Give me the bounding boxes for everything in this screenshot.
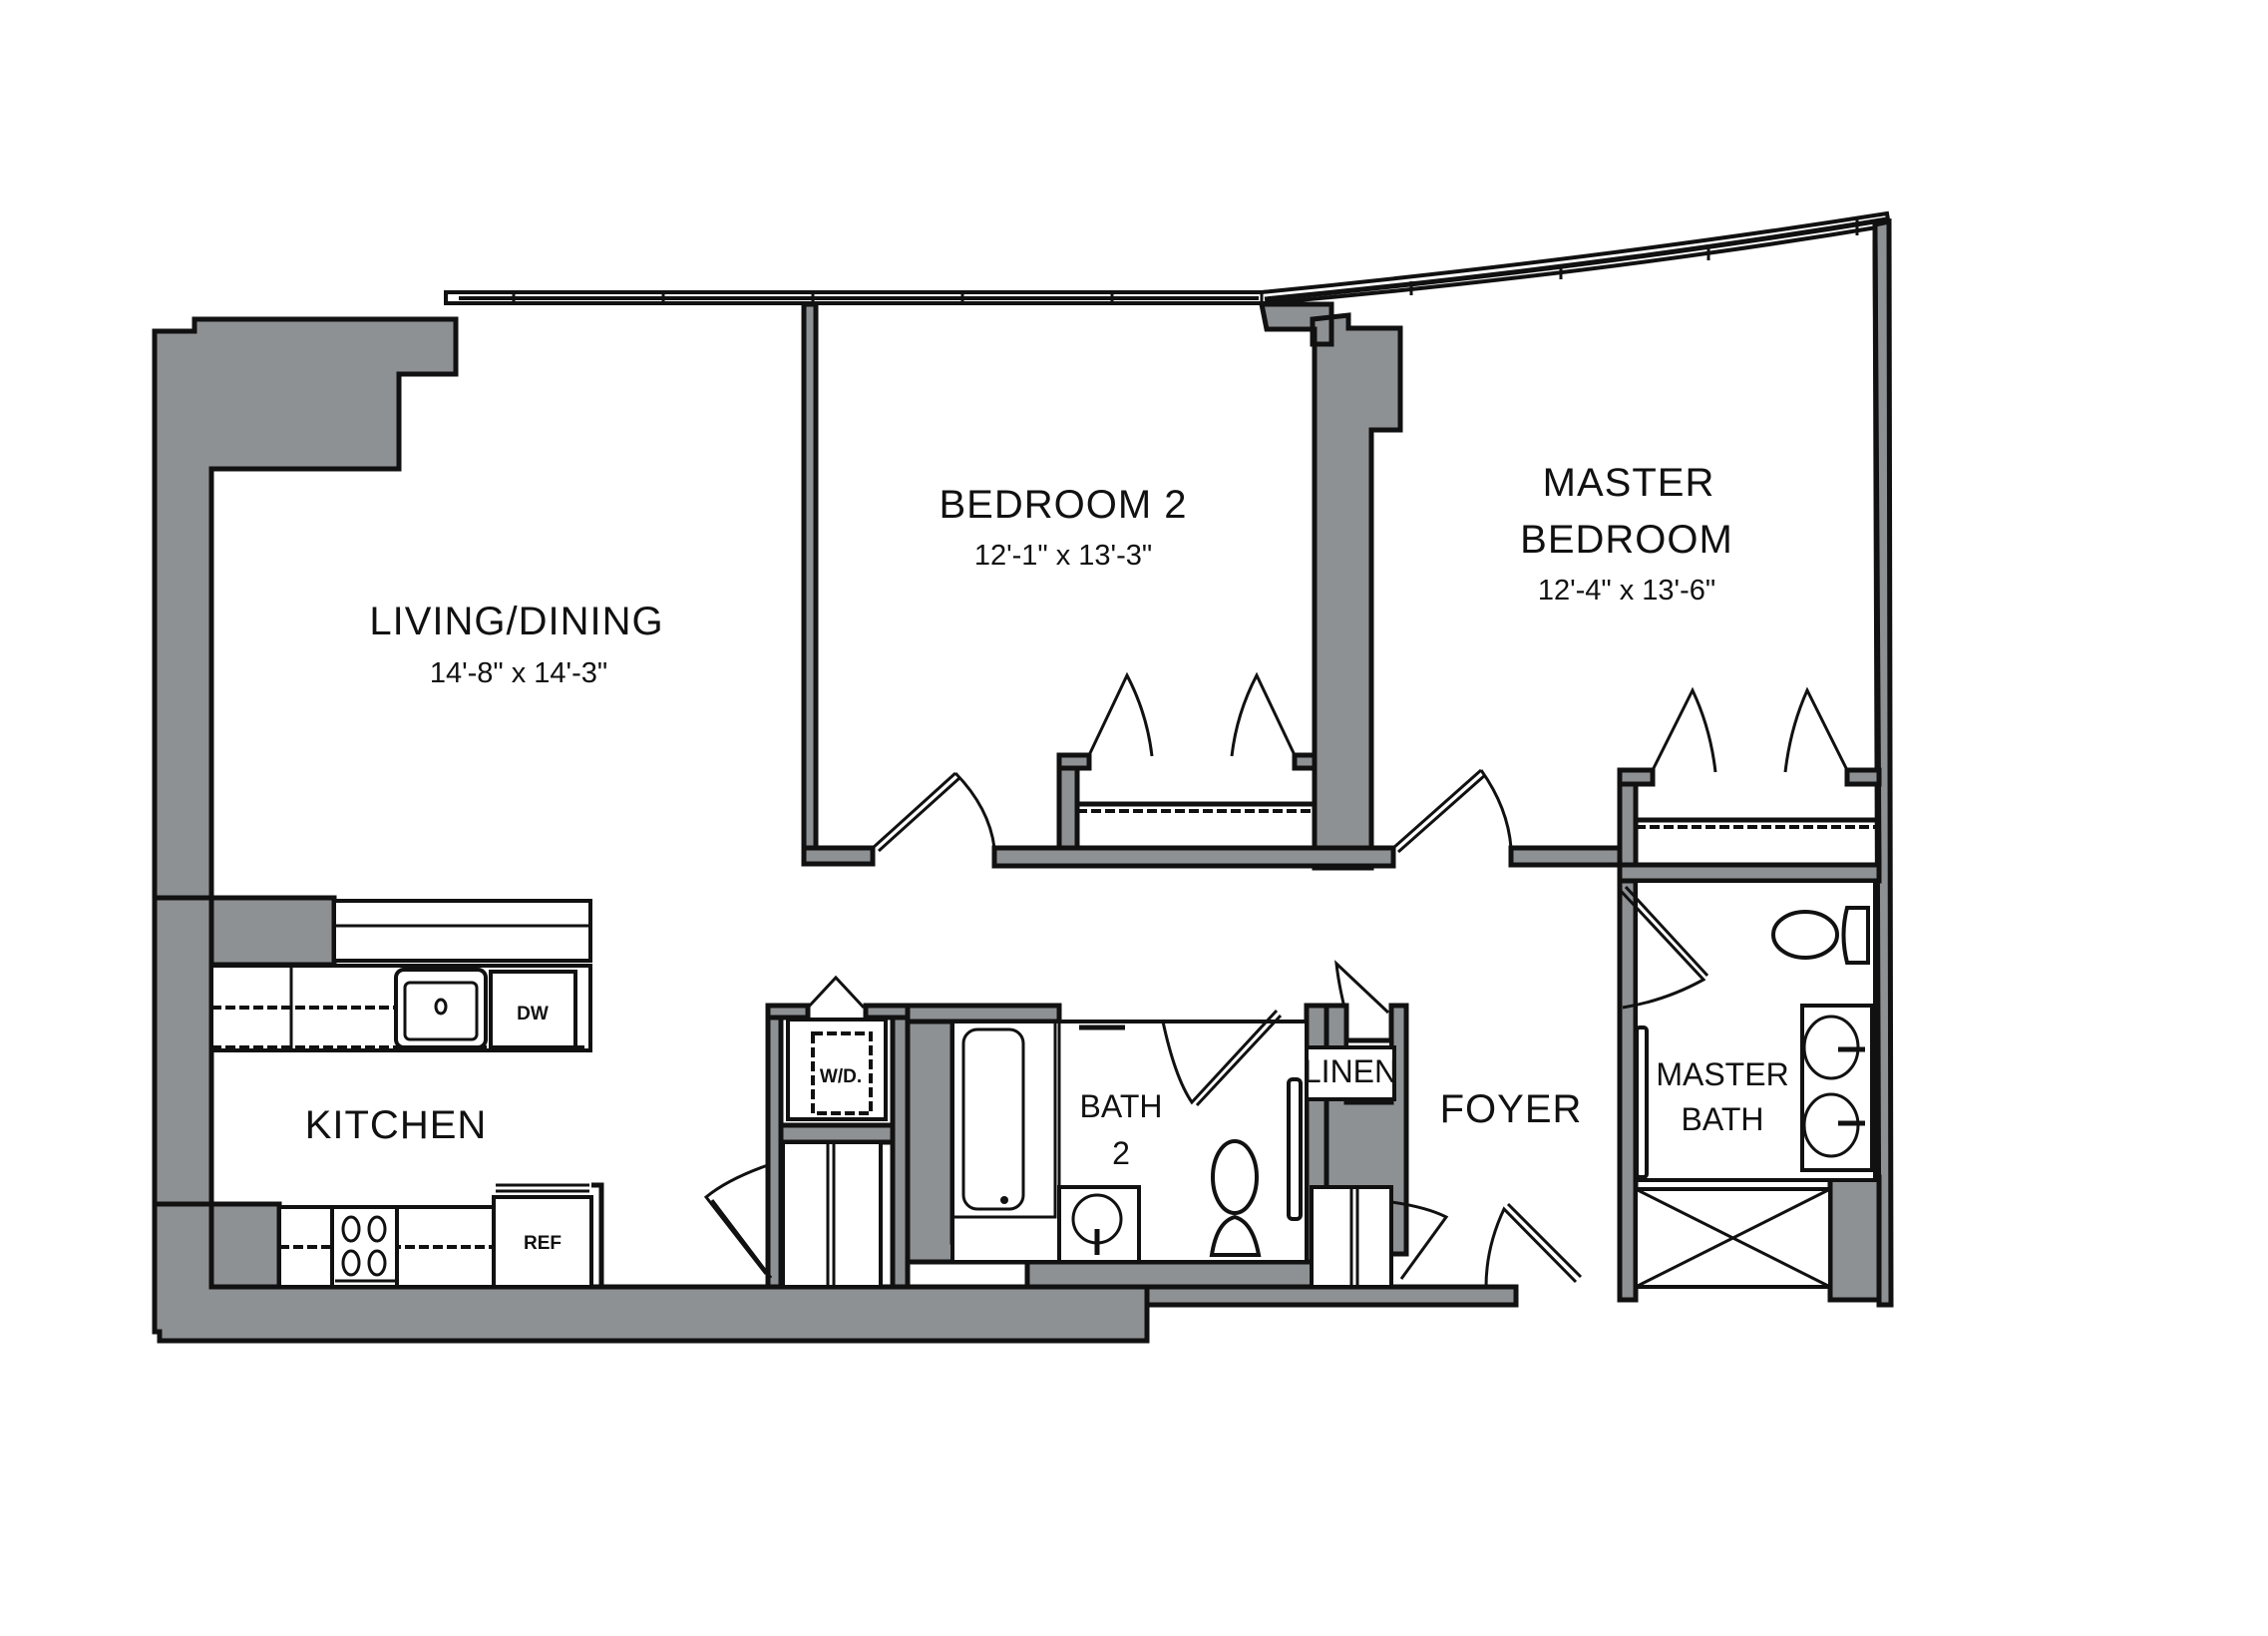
bedroom2-door (871, 771, 996, 853)
washer-dryer-closet: W/D. (786, 975, 888, 1121)
washer-dryer-label: W/D. (820, 1066, 862, 1087)
dishwasher: DW (489, 970, 577, 1049)
refrigerator-label: REF (524, 1233, 562, 1254)
foyer-label: FOYER (1440, 1087, 1583, 1131)
bath2 (950, 1009, 1309, 1264)
master-door (1392, 768, 1513, 854)
linen-closet: LINEN (1304, 960, 1397, 1104)
room-labels: LIVING/DINING 14'-8" x 14'-3" BEDROOM 2 … (305, 461, 1789, 1171)
master-bath-label-line2: BATH (1682, 1101, 1764, 1137)
hall-closet (703, 1140, 883, 1289)
master-toilet-icon (1771, 906, 1870, 965)
dishwasher-label: DW (517, 1004, 549, 1024)
entry-door (1484, 1202, 1583, 1288)
window-band (444, 210, 1892, 305)
bedroom2-closet (1056, 671, 1318, 851)
bath2-label-line2: 2 (1112, 1135, 1130, 1171)
vanity-sink-icon (1057, 1185, 1141, 1264)
linen-label: LINEN (1304, 1053, 1397, 1089)
bath2-label-line1: BATH (1080, 1088, 1163, 1124)
bedroom2-label: BEDROOM 2 (939, 483, 1187, 527)
toilet-icon (1209, 1139, 1262, 1257)
kitchen: DW REF (209, 899, 604, 1289)
shower-icon (1634, 1187, 1832, 1289)
living-dining-label: LIVING/DINING (369, 600, 663, 643)
master-closet (1617, 686, 1882, 868)
refrigerator: REF (492, 1183, 593, 1289)
range-icon (330, 1205, 399, 1289)
kitchen-label: KITCHEN (305, 1103, 488, 1147)
master-bedroom-dimensions: 12'-4" x 13'-6" (1538, 575, 1715, 607)
living-dining-dimensions: 14'-8" x 14'-3" (430, 657, 607, 689)
room-outlines (813, 238, 1882, 864)
master-bath (1619, 879, 1877, 1289)
foyer-closet (1310, 1185, 1449, 1289)
bedroom2-dimensions: 12'-1" x 13'-3" (974, 540, 1152, 572)
walls (152, 217, 1894, 1344)
master-bath-label-line1: MASTER (1656, 1056, 1788, 1092)
bathtub-icon (950, 1020, 1061, 1219)
master-bedroom-label-line1: MASTER (1543, 461, 1715, 505)
sink-icon (394, 968, 488, 1049)
double-vanity-icon (1800, 1004, 1874, 1172)
master-bedroom-label-line2: BEDROOM (1520, 518, 1733, 562)
